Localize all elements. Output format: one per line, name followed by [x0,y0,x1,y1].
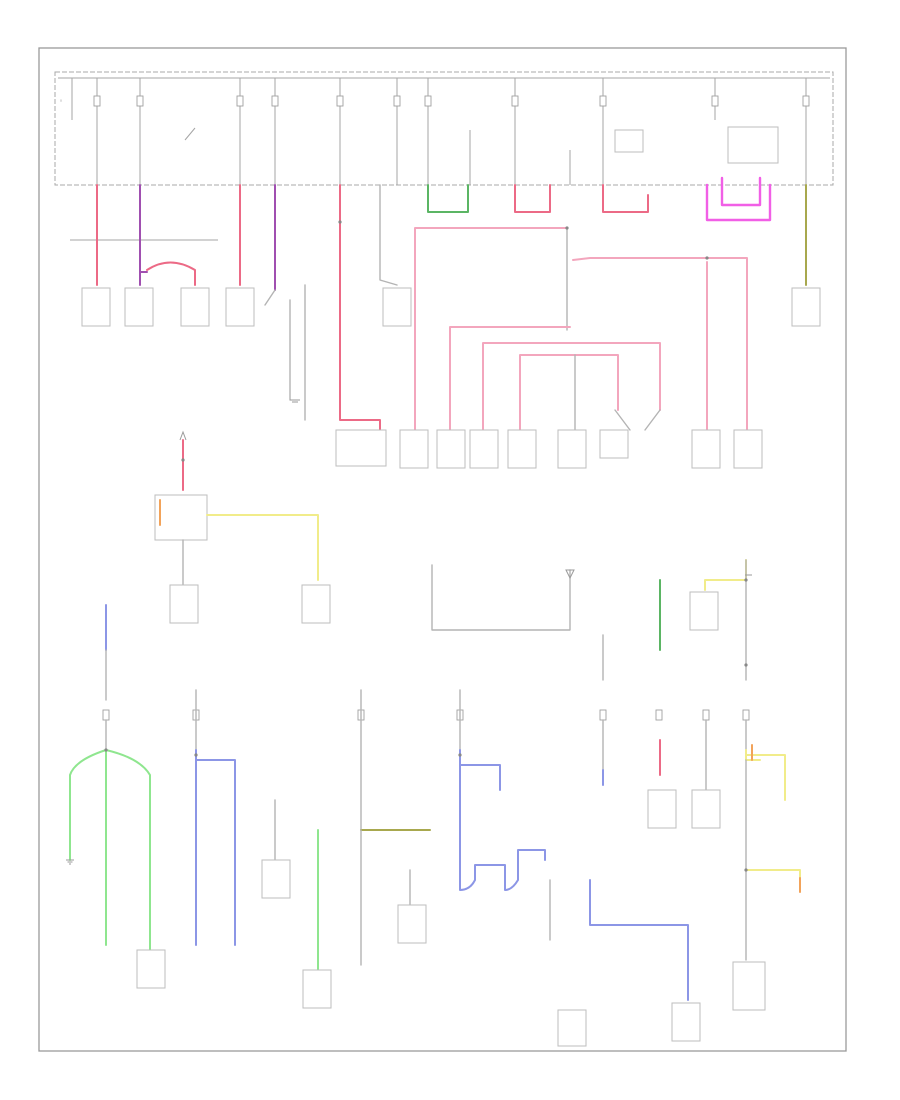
component-row-8 [691,429,721,469]
diagram-frame [38,47,847,1052]
component-3 [180,287,210,327]
bottom-component-2 [302,969,332,1009]
component-5 [382,287,412,327]
component-row-6 [557,429,587,469]
relay-box [727,126,779,164]
middle-circuits [105,439,747,701]
component-1 [81,287,111,327]
right-lower-component [301,584,331,624]
component-row-1 [335,429,387,467]
left-lower-component [169,584,199,624]
lower-component-a [261,859,291,899]
fuse-drops [71,78,807,185]
component-row-5 [507,429,537,469]
junction-nodes [104,220,748,872]
sensor-component [689,591,719,631]
upper-circuits [70,176,807,431]
connector-labels: R [60,99,63,103]
bottom-component-1 [136,949,166,989]
component-row-4 [469,429,499,469]
svg-text:R: R [60,99,63,103]
component-2 [124,287,154,327]
component-row-2 [399,429,429,469]
bottom-component-3 [557,1009,587,1047]
lower-component-b [397,904,427,944]
bottom-component-5 [732,961,766,1011]
lower-fuse-symbols [102,709,750,721]
bottom-component-4 [671,1002,701,1042]
fuse-symbols [93,95,810,107]
component-row-9 [733,429,763,469]
component-6 [791,287,821,327]
component-4 [225,287,255,327]
lower-circuits [69,689,801,1047]
lower-component-c [647,789,677,829]
relay-box-small [614,129,644,153]
component-row-7 [599,429,629,459]
upper-components [81,287,821,469]
lower-component-d [691,789,721,829]
switch-module [154,494,208,541]
ground-symbols [66,399,752,865]
fuse-junction-box [54,71,834,186]
component-row-3 [436,429,466,469]
